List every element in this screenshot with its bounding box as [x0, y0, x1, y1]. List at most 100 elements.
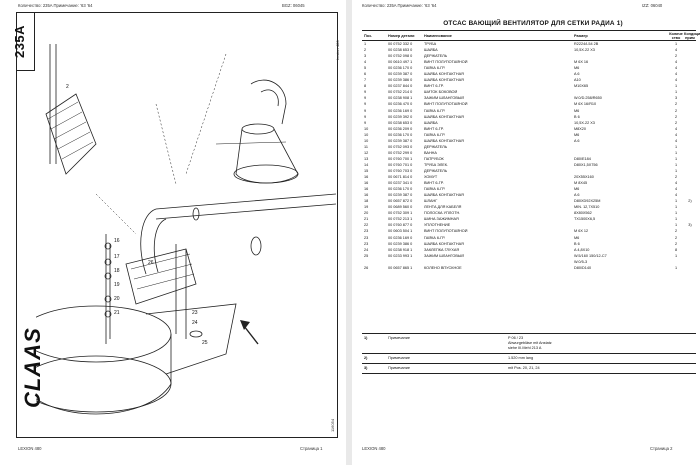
- callout-21: 21: [114, 310, 120, 316]
- cell-name: ШАЙБА КОНТАКТНАЯ: [424, 138, 464, 143]
- cell-name: КОЛЕНО ВПУСКНОЕ: [424, 265, 462, 270]
- cell-number: 00 0752 098 0: [388, 54, 413, 59]
- cell-qty: 1: [674, 150, 678, 155]
- callout-23: 23: [192, 310, 198, 316]
- note-label: Примечание: [388, 356, 410, 360]
- parts-table-header: Поз. Номер детали Наименование Размер Ко…: [362, 30, 700, 41]
- cell-name: ЗАЖИМ ШЛАНГОВЫЙ: [424, 96, 464, 101]
- cell-name: ШАЙБА КОНТАКТНАЯ: [424, 78, 464, 83]
- cell-number: 00 0239 386 0: [388, 78, 413, 83]
- cell-pos: 16: [364, 193, 369, 198]
- cell-note: 2): [688, 199, 692, 204]
- cell-size: 20X55X160: [574, 175, 594, 180]
- cell-qty: 2: [674, 120, 678, 125]
- cell-qty: 1: [674, 265, 678, 270]
- cell-number: 00 0236 169 0: [388, 108, 413, 113]
- cell-pos: 3: [364, 54, 367, 59]
- cell-pos: 20: [364, 211, 369, 216]
- cell-name: ТРУБА: [424, 42, 437, 47]
- cell-pos: 9: [364, 102, 367, 107]
- cell-name: ДЕРЖАТЕЛЬ: [424, 144, 448, 149]
- cell-name: ТРУБА ЭЛЕК.: [424, 162, 449, 167]
- cell-number: 00 0237 844 0: [388, 84, 413, 89]
- col-qty: Количе ство: [669, 31, 683, 40]
- cell-qty: 4: [674, 132, 678, 137]
- note-line: siehe III.Mehl 213 A: [508, 346, 542, 350]
- cell-size: B 6: [574, 114, 580, 119]
- cell-pos: 15: [364, 169, 369, 173]
- cell-qty: 1: [674, 223, 678, 228]
- cell-number: 00 0657 872 0: [388, 199, 413, 204]
- left-footer-page: Страница 1: [300, 446, 323, 451]
- cell-pos: 9: [364, 114, 367, 119]
- cell-size: M6: [574, 66, 580, 71]
- cell-number: 00 0236 170 0: [388, 132, 413, 137]
- cell-name: ЗАЖИМ ШЛАНГОВЫЙ: [424, 253, 464, 258]
- left-header-info: Количество: 235A Примечание: ‘63 ‘64: [18, 3, 93, 8]
- cell-number: 00 0236 169 0: [388, 235, 413, 240]
- cell-pos: 21: [364, 217, 369, 222]
- cell-size: A 6: [574, 138, 580, 143]
- cell-pos: 10: [364, 126, 369, 131]
- cell-qty: 1: [674, 217, 678, 222]
- cell-pos: 16: [364, 175, 369, 180]
- callout-2: 2: [66, 84, 69, 90]
- note-label: Примечание: [388, 336, 410, 340]
- parts-list-title: ОТСАС ВАЮЩИЙ ВЕНТИЛЯТОР ДЛЯ СЕТКИ РАДИА …: [443, 20, 623, 27]
- cell-name: ВИНТ ПОЛУПОТАЙНОЙ: [424, 60, 468, 65]
- callout-17: 17: [114, 254, 120, 260]
- cell-size: W.5/160 150/12-C7: [574, 253, 607, 258]
- cell-qty: 4: [674, 187, 678, 192]
- cell-pos: 16: [364, 187, 369, 192]
- parts-table: Поз. Номер детали Наименование Размер Ко…: [362, 30, 700, 271]
- cell-pos: 8: [364, 84, 367, 89]
- cell-number: 00 0689 560 0: [388, 205, 413, 210]
- cell-number: 00 0236 170 0: [388, 66, 413, 71]
- cell-name: ВИНТ 6-ГР.: [424, 181, 444, 186]
- cell-name: ШАЙБА КОНТАКТНАЯ: [424, 72, 464, 77]
- cell-size: D80/D140: [574, 265, 592, 270]
- note-line: 1.520 mm lang: [508, 356, 534, 360]
- cell-name: ШИНА ЗАЖИМНАЯ: [424, 217, 459, 222]
- cell-number: 00 0239 386 0: [388, 241, 413, 246]
- callout-26: 26: [148, 260, 154, 266]
- cell-number: 00 0238 918 1: [388, 247, 413, 252]
- right-footer-page: Страница 2: [650, 446, 673, 451]
- cell-name: ГАЙКА 6-ГР.: [424, 187, 446, 192]
- cell-qty: 4: [674, 126, 678, 131]
- cell-number: 00 0238 653 0: [388, 120, 413, 125]
- cell-name: ВИНТ 6-ГР.: [424, 84, 444, 89]
- cell-note: 3): [688, 223, 692, 228]
- callout-20: 20: [114, 296, 120, 302]
- cell-name: ХОМУТ: [424, 175, 438, 180]
- cell-size: M6: [574, 187, 580, 192]
- cell-size: M8X20: [574, 126, 587, 131]
- cell-qty: 4: [674, 181, 678, 186]
- cell-name: ДЕРЖАТЕЛЬ: [424, 54, 448, 59]
- cell-name: ГАЙКА 6-ГР.: [424, 66, 446, 71]
- cell-size: M 8X45: [574, 181, 588, 186]
- note-key: 1): [364, 336, 368, 340]
- note-text: 1.520 mm lang: [508, 354, 696, 363]
- drawing-frame: [16, 12, 338, 438]
- cell-name: ГАЙКА 6-ГР.: [424, 235, 446, 240]
- cell-name: ШЛАНГ: [424, 199, 438, 204]
